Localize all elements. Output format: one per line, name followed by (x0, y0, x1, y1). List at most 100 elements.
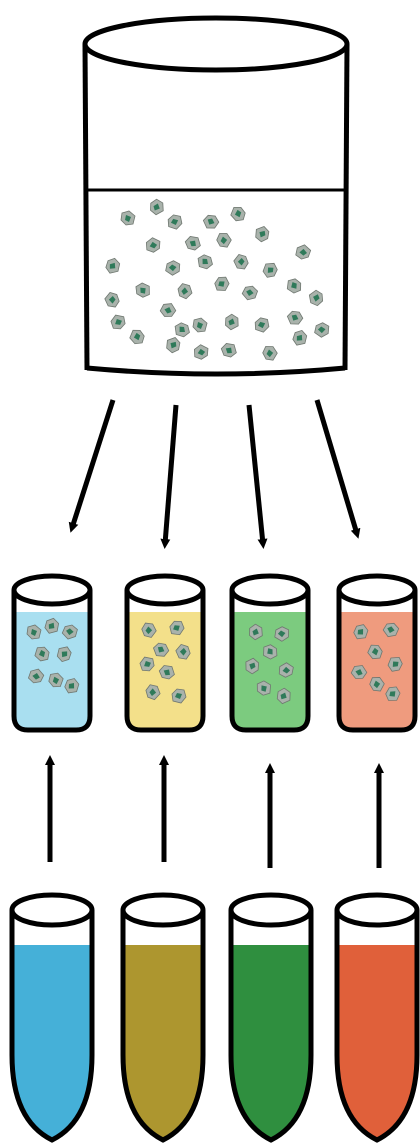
cell-fragment-icon (367, 644, 383, 660)
cell-fragment-icon (292, 329, 308, 346)
tube-body (120, 910, 206, 1143)
cup-rim (11, 573, 93, 607)
cell-fragment-icon (197, 254, 213, 270)
treatment-cup-green (229, 573, 311, 733)
vessel-right-wall (342, 43, 350, 371)
cell-fragment-icon (48, 672, 64, 688)
split-arrow-1 (68, 399, 116, 533)
split-arrow-3 (246, 404, 268, 549)
cell-fragment-icon (295, 244, 312, 260)
vessel-bottom (86, 365, 346, 377)
cup-rim (336, 573, 418, 607)
cup-body (336, 590, 418, 733)
cell-fragment-icon (230, 206, 246, 222)
cell-fragment-icon (225, 313, 239, 331)
cell-fragment-icon (105, 257, 121, 274)
cup-body (11, 590, 93, 733)
vessel-particles (104, 198, 330, 361)
cell-fragment-icon (175, 643, 191, 660)
cell-fragment-icon (104, 291, 120, 308)
cup-liquid (232, 612, 308, 730)
cell-fragment-icon (278, 662, 294, 678)
treatment-cups (11, 573, 418, 733)
cell-fragment-icon (286, 278, 302, 294)
cell-fragment-icon (262, 346, 278, 361)
cell-fragment-icon (145, 237, 161, 253)
treatment-cup-orange (336, 573, 418, 733)
cell-fragment-icon (382, 622, 400, 638)
vessel-left-wall (82, 43, 90, 371)
cell-fragment-icon (44, 617, 60, 634)
cell-fragment-icon (263, 644, 278, 660)
cell-fragment-icon (308, 289, 324, 307)
cell-fragment-icon (192, 317, 208, 333)
cell-fragment-icon (145, 684, 161, 701)
cell-fragment-icon (28, 668, 45, 684)
cell-fragment-icon (286, 310, 304, 325)
treatment-cup-blue (11, 573, 93, 733)
tube-body (334, 910, 420, 1143)
cell-fragment-icon (141, 622, 157, 638)
cell-fragment-icon (385, 686, 401, 701)
cup-body (229, 590, 311, 733)
cell-fragment-icon (129, 329, 145, 345)
reagent-tubes (9, 892, 420, 1143)
treatment-cup-yellow (124, 573, 206, 733)
tube-liquid (12, 945, 92, 1140)
tube-body (9, 910, 95, 1143)
cup-rim (229, 573, 311, 607)
cell-fragment-icon (150, 198, 164, 216)
cell-fragment-icon (139, 656, 155, 672)
cell-fragment-icon (276, 687, 291, 705)
cup-liquid (14, 612, 90, 730)
reagent-tube-yellow (120, 892, 206, 1143)
cell-fragment-icon (110, 314, 126, 330)
tube-liquid (337, 945, 417, 1140)
cell-fragment-icon (202, 214, 220, 229)
cell-fragment-icon (34, 646, 50, 662)
cell-fragment-icon (350, 665, 368, 679)
cell-fragment-icon (193, 344, 209, 360)
split-arrow-4 (314, 399, 361, 539)
cell-fragment-icon (249, 623, 263, 641)
tube-rim (334, 892, 420, 928)
cup-rim (124, 573, 206, 607)
cell-fragment-icon (216, 233, 232, 248)
tube-body (228, 910, 314, 1143)
cell-fragment-icon (233, 254, 249, 270)
cell-fragment-icon (174, 322, 190, 338)
cell-fragment-icon (165, 260, 181, 276)
vessel-rim (82, 15, 350, 73)
stock-culture-vessel (82, 15, 350, 377)
cell-fragment-icon (61, 624, 78, 640)
cell-fragment-icon (64, 678, 80, 694)
cell-fragment-icon (169, 620, 185, 636)
cell-fragment-icon (314, 322, 330, 338)
cell-fragment-icon (214, 276, 230, 291)
cell-fragment-icon (255, 225, 270, 243)
cell-fragment-icon (254, 317, 270, 333)
reagent-tube-orange (334, 892, 420, 1143)
cell-fragment-icon (171, 688, 187, 704)
tube-rim (228, 892, 314, 928)
reagent-tube-green (228, 892, 314, 1143)
cell-fragment-icon (166, 337, 181, 354)
cell-fragment-icon (184, 236, 201, 251)
cell-fragment-icon (262, 262, 278, 278)
cell-fragment-icon (177, 283, 193, 300)
tube-rim (9, 892, 95, 928)
tube-rim (120, 892, 206, 928)
cell-fragment-icon (245, 657, 260, 675)
cell-fragment-icon (152, 642, 170, 657)
reagent-tube-blue (9, 892, 95, 1143)
cup-liquid (339, 612, 415, 730)
cell-fragment-icon (369, 677, 385, 692)
cell-fragment-icon (241, 285, 259, 301)
cell-fragment-icon (159, 303, 177, 317)
cell-fragment-icon (158, 665, 175, 680)
cell-fragment-icon (220, 343, 237, 358)
cell-fragment-icon (274, 626, 289, 642)
cell-fragment-icon (135, 282, 150, 298)
